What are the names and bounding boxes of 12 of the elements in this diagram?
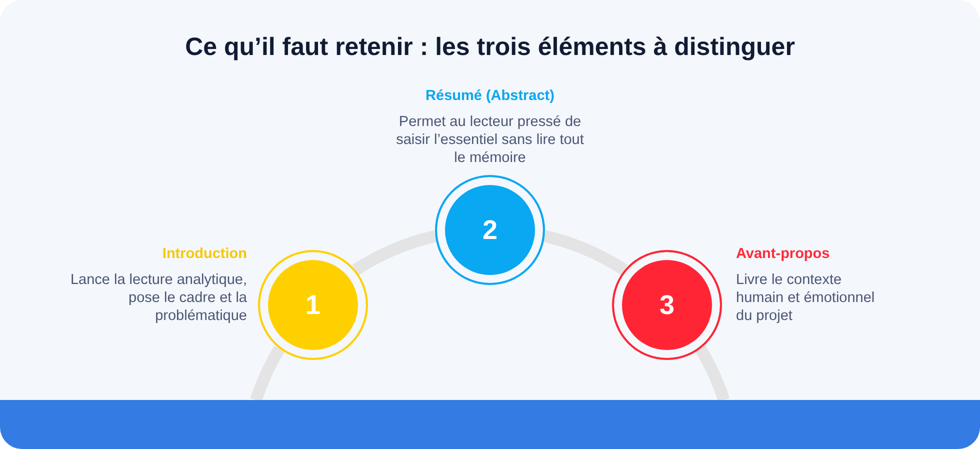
- step-number: 2: [482, 216, 498, 244]
- step-description: Lance la lecture analytique, pose le cadre et la problématique: [69, 271, 247, 325]
- step-number: 3: [659, 292, 674, 319]
- step-heading: Avant-propos: [736, 245, 830, 263]
- diagram-title: Ce qu’il faut retenir : les trois éléments à distinguer: [184, 32, 796, 63]
- step-heading: Introduction: [162, 245, 247, 263]
- connector-arc: [352, 230, 437, 276]
- step-heading: Résumé (Abstract): [426, 87, 554, 105]
- connector-arc: [543, 230, 628, 276]
- step-description: Permet au lecteur pressé de saisir l’essentiel sans lire tout le mémoire: [395, 113, 585, 167]
- step-description: Livre le contexte humain et émotionnel du projet: [736, 271, 876, 325]
- step-number: 1: [306, 292, 321, 319]
